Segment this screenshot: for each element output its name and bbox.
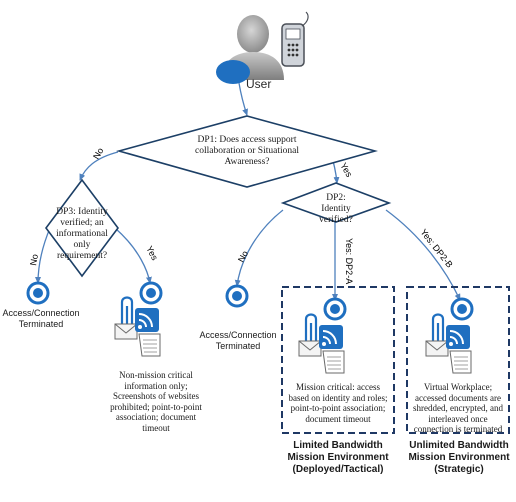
edge-label-dp3-no: No: [28, 253, 40, 266]
edge-dp3-noncritical: [114, 227, 152, 284]
paperclip-icon: [304, 313, 318, 346]
edge-label-dp3-yes: Yes: [144, 244, 160, 262]
edge-label-dp2-yes-b: Yes: DP2-B: [418, 227, 454, 270]
resource-icon-cluster-mission: [298, 313, 345, 374]
paperclip-icon: [120, 296, 134, 329]
edge-dp2-virtual: [385, 209, 461, 301]
dp3-diamond: [45, 178, 119, 278]
paperclip-icon: [431, 313, 445, 346]
terminal-node-terminated-mid: [225, 284, 249, 308]
terminated-mid-label: Access/Connection Terminated: [199, 330, 277, 351]
edge-dp2-terminated: [234, 209, 284, 287]
terminal-node-virtual: [450, 297, 474, 321]
resource-icon-cluster-noncritical: [114, 296, 161, 357]
virtual-workplace-description: Virtual Workplace; accessed documents ar…: [413, 382, 503, 434]
limited-env-box: [281, 286, 395, 434]
dp1-text: DP1: Does access support collaboration o…: [195, 135, 299, 167]
unlimited-env-box: [406, 286, 510, 434]
dp2-diamond: [280, 182, 392, 223]
edge-dp1-dp3: [79, 151, 119, 181]
edge-label-dp2-no: No: [236, 249, 250, 264]
unlimited-env-label: Unlimited Bandwidth Mission Environment …: [408, 440, 510, 475]
edge-label-dp2-yes-a: Yes: DP2-A: [344, 238, 354, 284]
mission-critical-description: Mission critical: access based on identi…: [288, 382, 388, 424]
terminated-left-label: Access/Connection Terminated: [2, 308, 80, 329]
dp2-text: DP2: Identity verified?: [319, 193, 353, 225]
edge-user-dp1: [238, 82, 248, 116]
dp1-diamond: [116, 115, 378, 188]
document-icon: [322, 350, 345, 374]
edge-label-dp1-no: No: [91, 146, 105, 161]
document-icon: [138, 333, 161, 357]
edge-label-dp1-yes: Yes: [338, 161, 354, 179]
terminal-node-terminated-left: [26, 281, 50, 305]
resource-icon-cluster-virtual: [425, 313, 472, 374]
dp3-text: DP3: Identity verified; an informational…: [56, 207, 108, 261]
document-icon: [449, 350, 472, 374]
phone-icon: [281, 11, 309, 67]
terminal-node-noncritical: [139, 281, 163, 305]
non-mission-description: Non-mission critical information only; S…: [110, 370, 202, 433]
user-label: User: [246, 77, 272, 91]
terminal-node-mission: [323, 297, 347, 321]
limited-env-label: Limited Bandwidth Mission Environment (D…: [287, 440, 389, 475]
edge-dp3-terminated: [35, 227, 51, 284]
user-start-node: [216, 60, 250, 84]
connectors: [35, 82, 461, 301]
